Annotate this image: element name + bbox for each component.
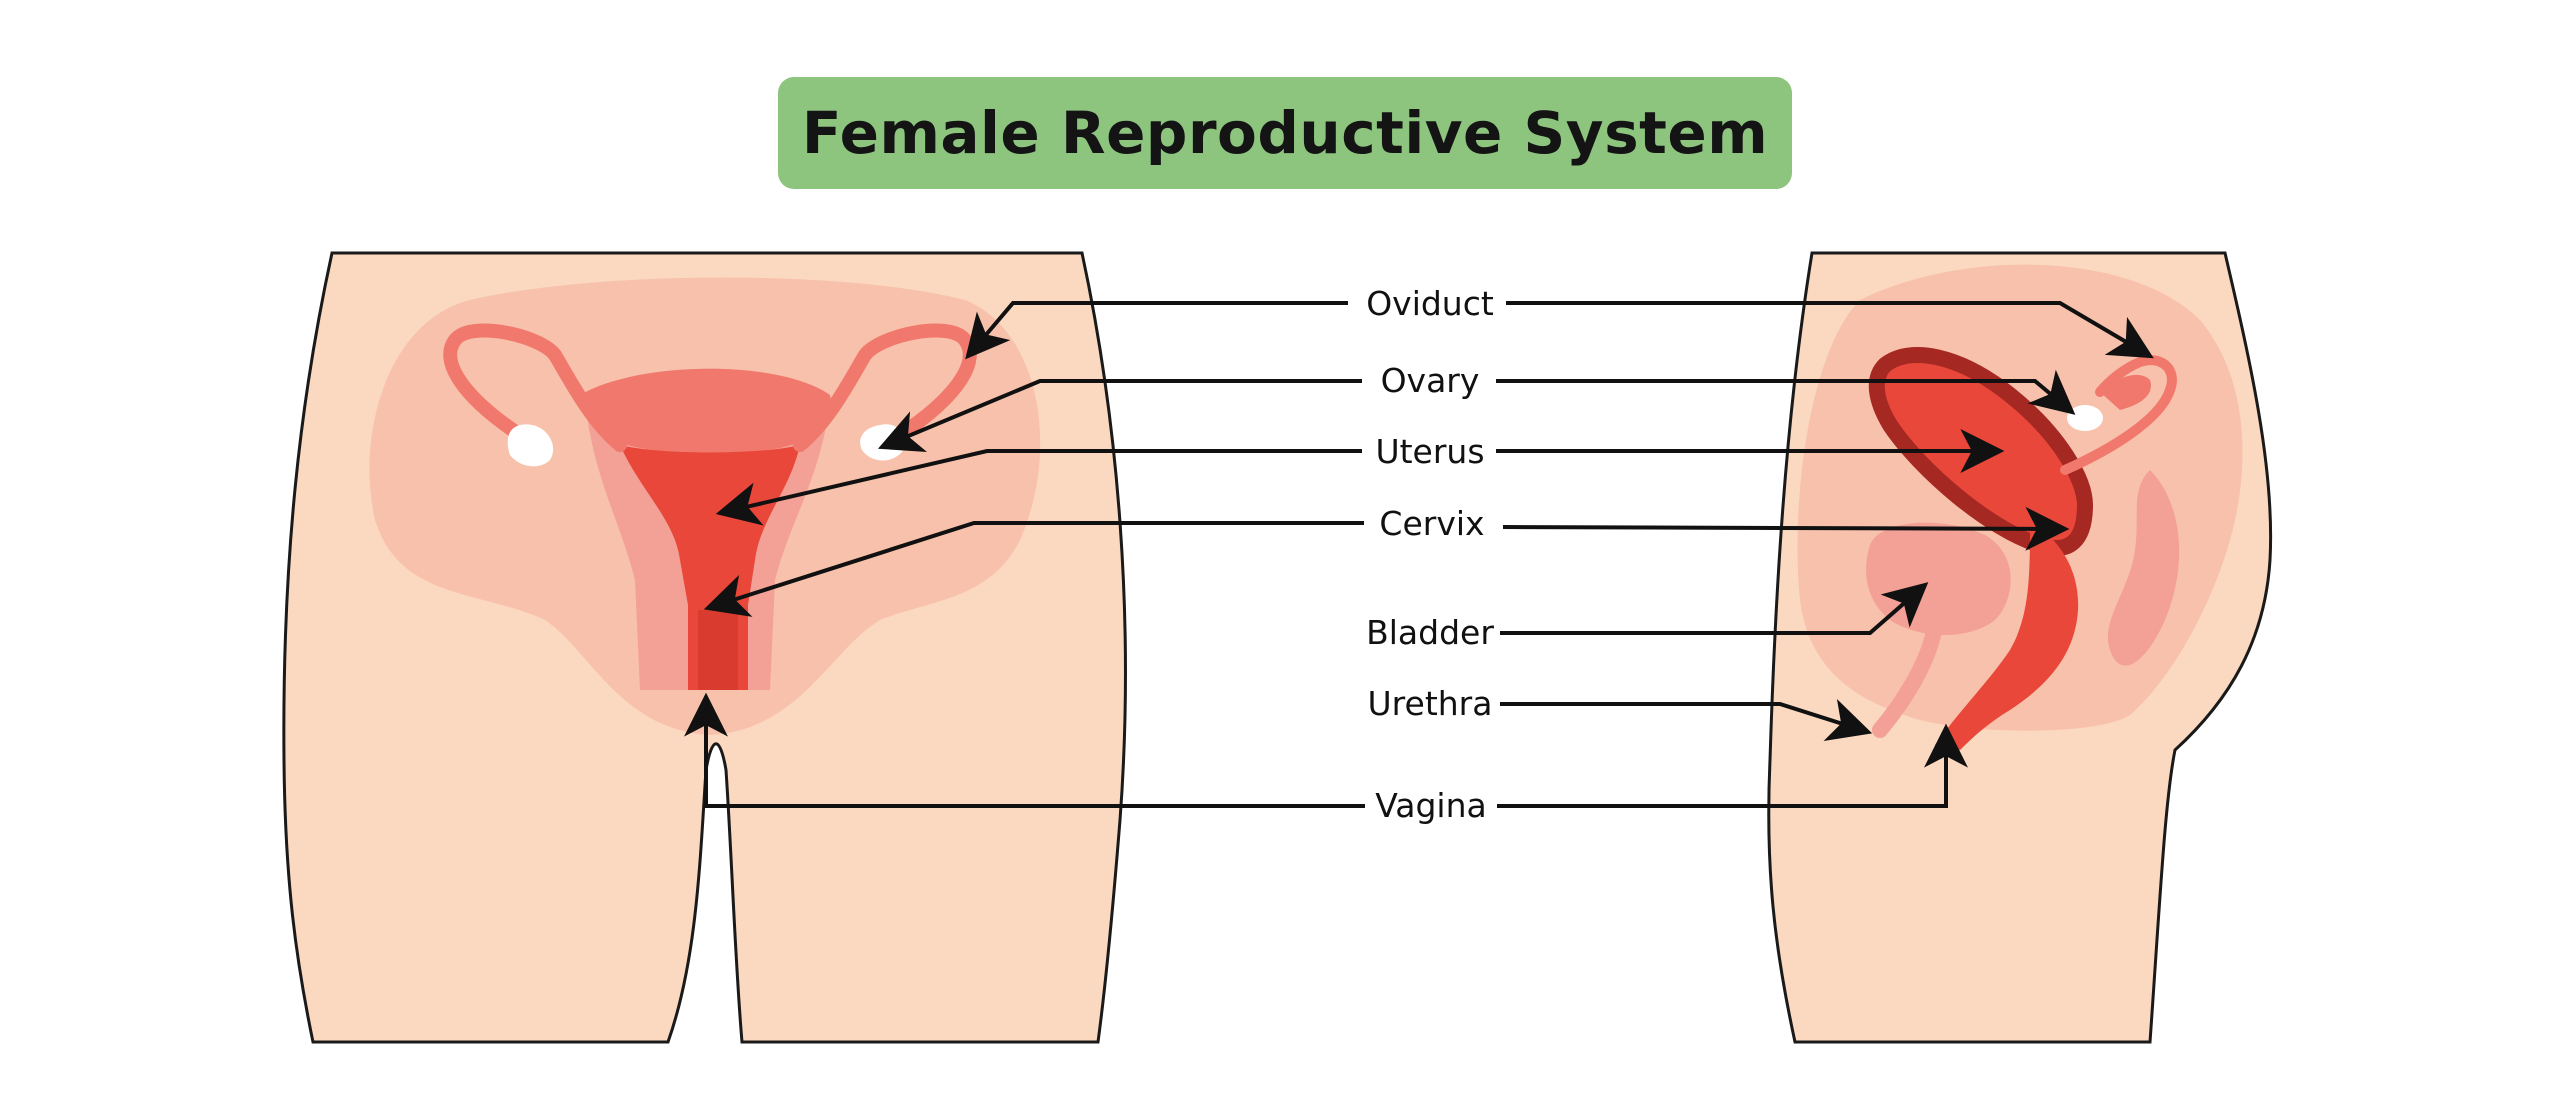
bladder-leader — [1500, 582, 1929, 635]
label-vagina: Vagina — [1375, 786, 1487, 825]
oviduct-leader-right — [1506, 301, 2154, 359]
front-left-oviduct — [443, 323, 627, 452]
cervix-leader-right — [1502, 506, 2070, 551]
label-urethra: Urethra — [1368, 684, 1493, 723]
front-view — [282, 251, 1127, 1044]
side-rectum — [2107, 470, 2180, 666]
label-ovary: Ovary — [1381, 361, 1480, 400]
ovary-leader-right — [1496, 369, 2076, 415]
title-banner: Female Reproductive System — [778, 77, 1792, 189]
uterus-leader-left — [715, 449, 1362, 526]
ovary-leader-left — [877, 379, 1362, 453]
side-view — [1767, 251, 2273, 1044]
label-bladder: Bladder — [1366, 613, 1494, 652]
front-right-oviduct — [793, 323, 977, 452]
side-ovary — [2067, 405, 2103, 431]
side-vagina — [1935, 520, 2079, 750]
side-urethra — [1872, 617, 1943, 738]
side-oviduct — [2060, 355, 2177, 475]
label-group: Oviduct Ovary Uterus Cervix Bladder Uret… — [1366, 284, 1494, 825]
leader-lines — [684, 301, 2154, 808]
front-left-ovary — [507, 424, 554, 467]
vagina-leader-left — [684, 692, 1365, 808]
urethra-leader — [1500, 699, 1873, 741]
cervix-leader-left — [703, 521, 1364, 617]
label-cervix: Cervix — [1379, 504, 1484, 543]
oviduct-leader-left — [965, 301, 1348, 360]
label-oviduct: Oviduct — [1366, 284, 1494, 323]
side-oviduct-fimbria — [2100, 374, 2151, 410]
page-title: Female Reproductive System — [801, 99, 1769, 167]
vagina-leader-right — [1497, 723, 1968, 808]
label-uterus: Uterus — [1375, 432, 1484, 471]
front-uterus-fundus — [580, 368, 831, 454]
